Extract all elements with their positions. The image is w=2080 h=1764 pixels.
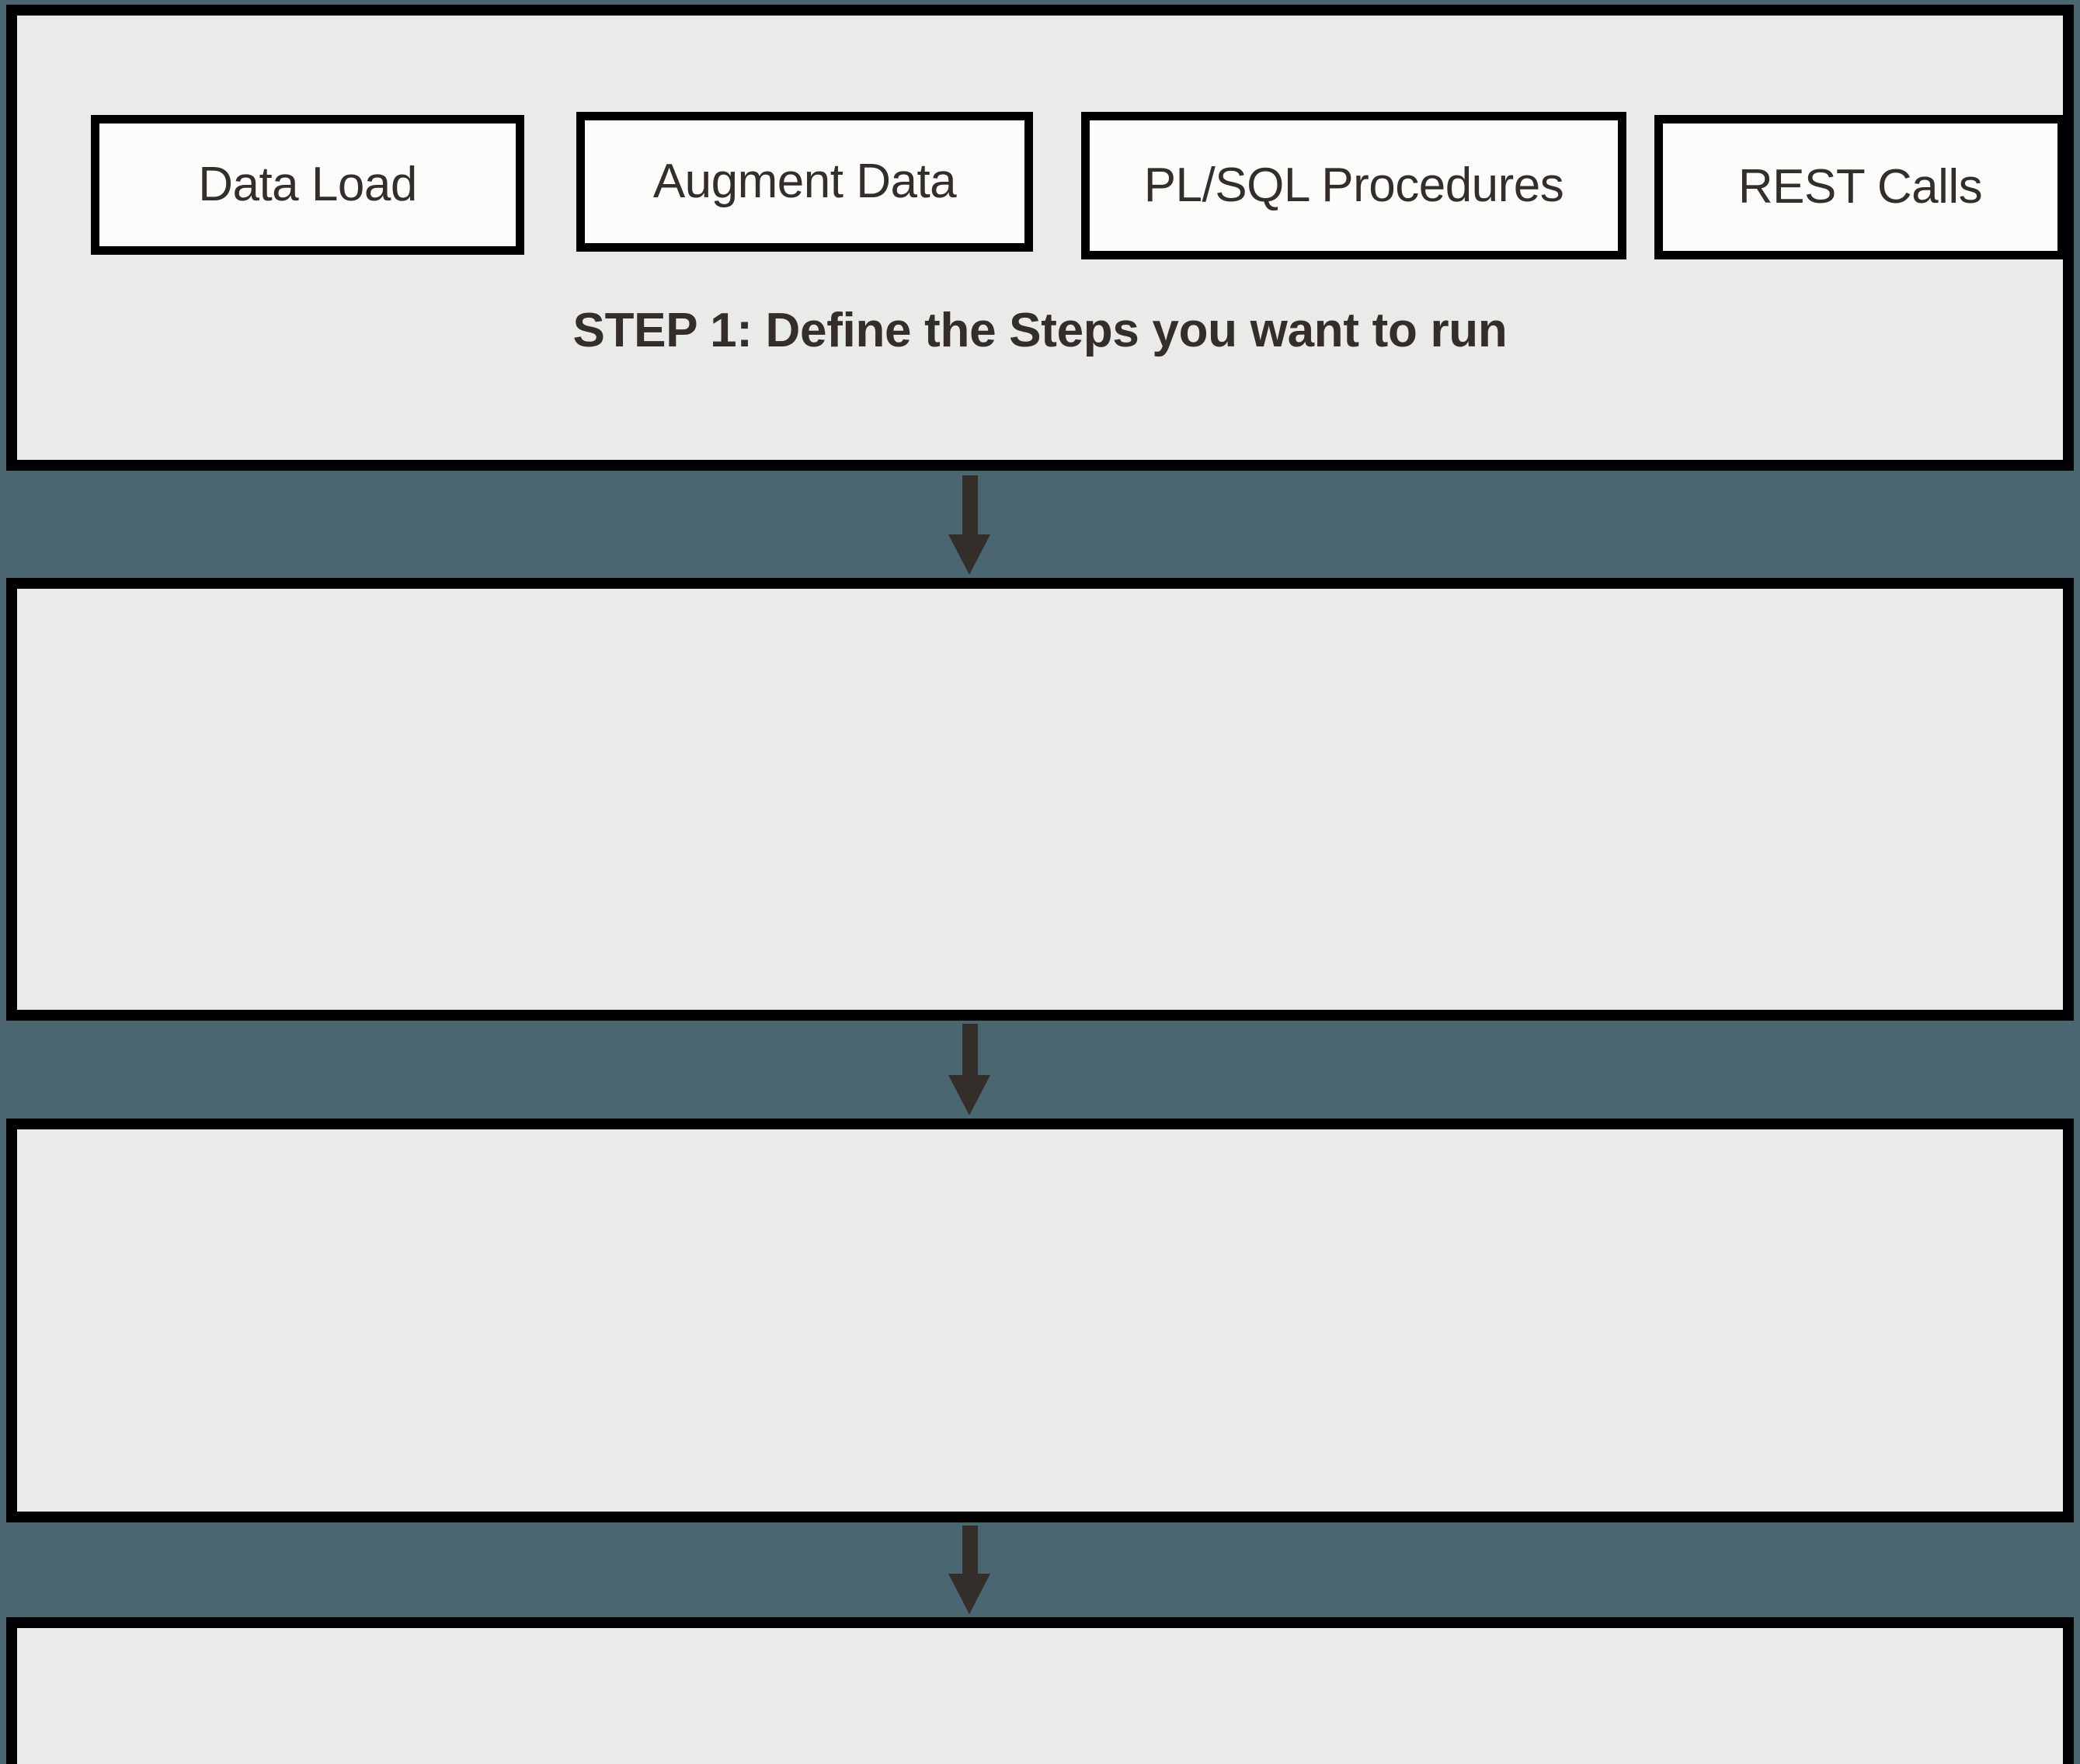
step-4-panel: Create a Job STEP 4: Submit Job to run v… [6,1617,2074,1764]
arrow-head [948,534,990,575]
step-3-panel: Run Interval and frequency STEP 3: Defin… [6,1119,2074,1522]
arrow-shaft [962,475,978,534]
connector-band-step3-step4 [0,1522,2080,1617]
step-1-caption-text: STEP 1: Define the Steps you want to run [572,304,1508,357]
step-2-panel: Report on certain conditions STEP 2: Sen… [6,578,2074,1420]
down-arrow-icon-step2-step3 [948,1024,990,1115]
process-box-rest-calls[interactable]: REST Calls [1654,115,2066,259]
step-1-panel: Data Load Augment Data PL/SQL Procedures… [6,5,2074,471]
process-box-plsql-procedures[interactable]: PL/SQL Procedures [1081,112,1626,259]
process-box-augment-data[interactable]: Augment Data [576,112,1033,252]
step-1-caption: STEP 1: Define the Steps you want to run [17,303,2063,358]
connector-band-step1-step2 [0,471,2080,578]
arrow-head [948,1574,990,1614]
process-box-data-load[interactable]: Data Load [91,115,524,255]
down-arrow-icon-step3-step4 [948,1526,990,1614]
connector-band-step2-step3 [0,1021,2080,1119]
arrow-head [948,1075,990,1115]
arrow-shaft [962,1024,978,1075]
down-arrow-icon-step1-step2 [948,475,990,575]
arrow-shaft [962,1526,978,1574]
